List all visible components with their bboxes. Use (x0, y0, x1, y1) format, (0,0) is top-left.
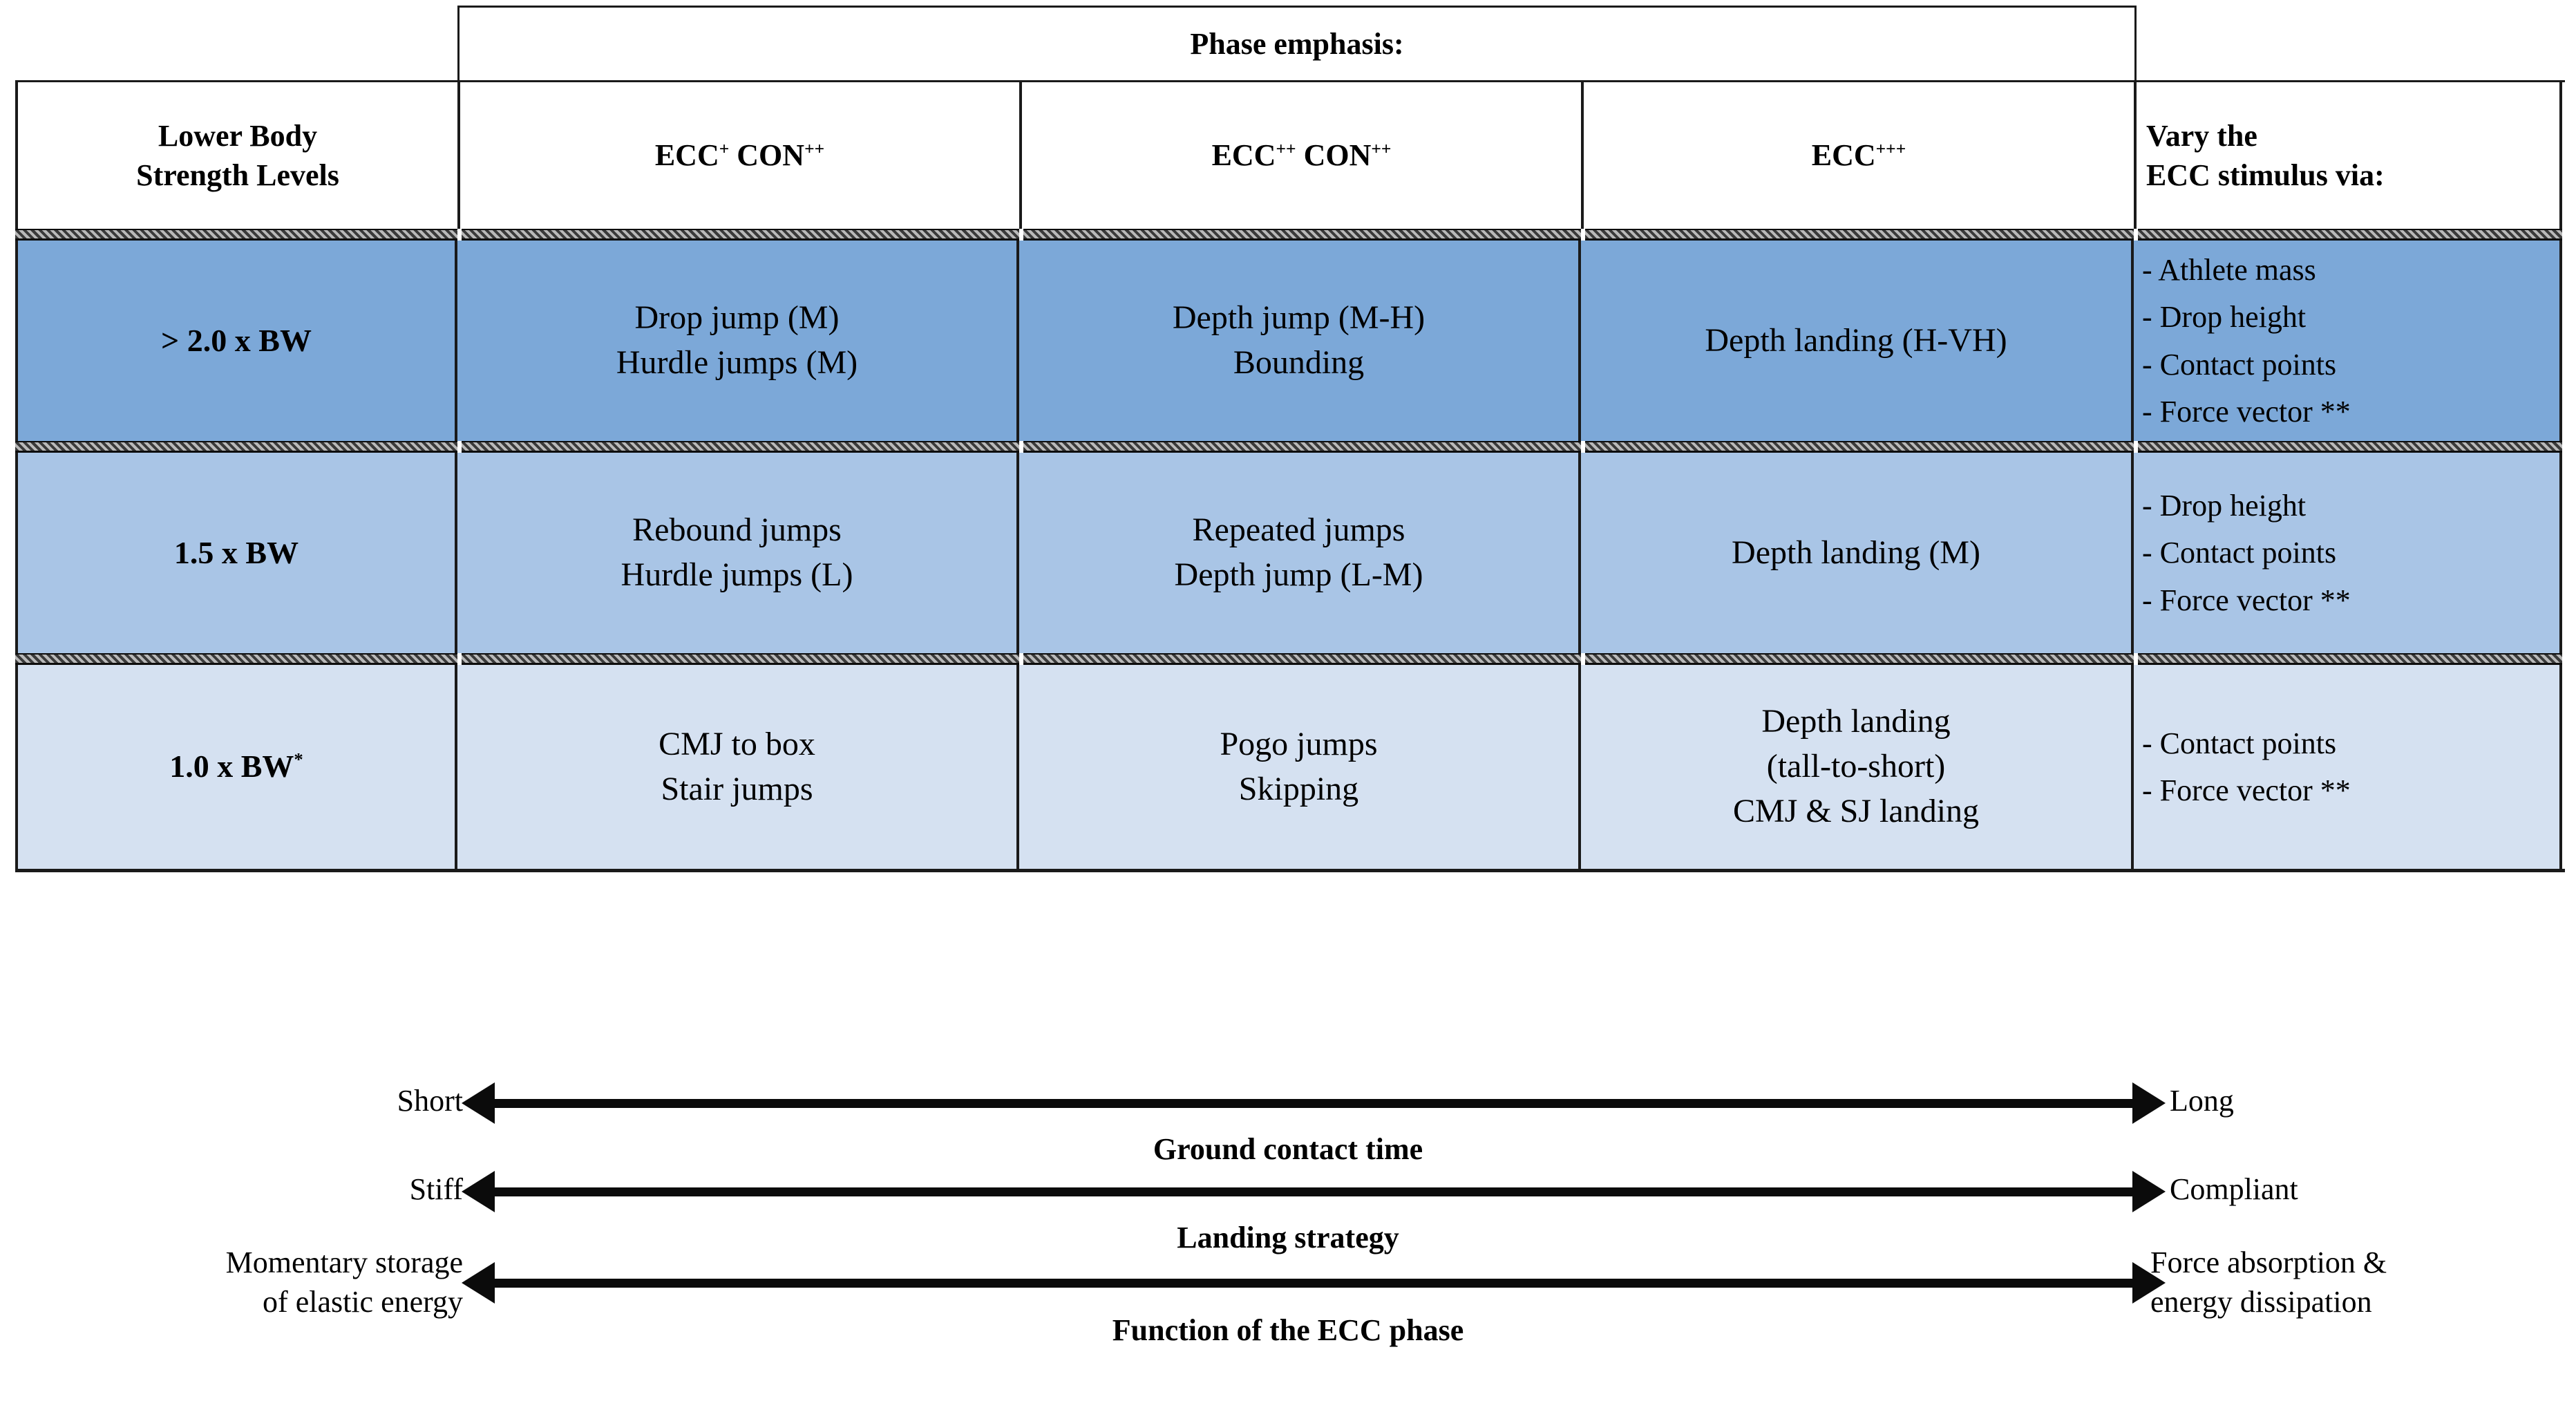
arrow-caption-ground-contact-time: Ground contact time (1153, 1132, 1423, 1166)
row-cell-vary-stimulus: - Drop height - Contact points - Force v… (2134, 453, 2562, 653)
bullet-item: - Force vector ** (2142, 394, 2351, 429)
header-col-ecc3: ECC+++ (1581, 82, 2134, 229)
arrow-head-left-icon (462, 1262, 495, 1304)
header-line-2: Strength Levels (136, 158, 339, 192)
row-cell-ecc1con2: Drop jump (M) Hurdle jumps (M) (457, 241, 1019, 441)
row-cell-ecc2con2: Depth jump (M-H) Bounding (1019, 241, 1581, 441)
vary-header-line-2: ECC stimulus via: (2146, 158, 2385, 192)
header-col-ecc2-con2: ECC++ CON++ (1019, 82, 1581, 229)
arrow-left-label-line-1: Momentary storage (225, 1246, 463, 1279)
cell-line: Drop jump (M) (634, 299, 840, 337)
cell-line: Rebound jumps (632, 511, 842, 549)
vary-header-line-1: Vary the (2146, 118, 2257, 153)
bullet-item: - Force vector ** (2142, 583, 2351, 617)
header-line-1: Lower Body (158, 118, 318, 153)
arrow-left-label-stiff: Stiff (409, 1172, 463, 1206)
row-level-label: 1.0 x BW* (15, 665, 457, 869)
table-row: 1.5 x BW Rebound jumps Hurdle jumps (L) … (15, 453, 2565, 653)
header-vary-ecc-stimulus: Vary the ECC stimulus via: (2134, 82, 2562, 229)
arrow-caption-landing-strategy: Landing strategy (1177, 1221, 1399, 1254)
header-lower-body-strength-levels: Lower Body Strength Levels (15, 82, 457, 229)
row-level-label: > 2.0 x BW (15, 241, 457, 441)
bullet-item: - Drop height (2142, 488, 2307, 523)
cell-line: Skipping (1238, 770, 1359, 807)
header-col-3-text: ECC+++ (1811, 138, 1906, 173)
phase-emphasis-header: Phase emphasis: (457, 6, 2137, 80)
row-cell-ecc3: Depth landing (M) (1581, 453, 2134, 653)
cell-line: (tall-to-short) (1766, 748, 1946, 785)
bullet-item: - Athlete mass (2142, 252, 2316, 287)
cell-line: Hurdle jumps (M) (616, 344, 858, 381)
cell-line: Bounding (1233, 344, 1365, 381)
arrow-head-right-icon (2132, 1082, 2166, 1124)
table-row: > 2.0 x BW Drop jump (M) Hurdle jumps (M… (15, 241, 2565, 441)
table-span-header-row: Phase emphasis: (15, 6, 2565, 80)
row-cell-ecc3: Depth landing (H-VH) (1581, 241, 2134, 441)
table-row: 1.0 x BW* CMJ to box Stair jumps Pogo ju… (15, 665, 2565, 872)
arrow-right-label-compliant: Compliant (2170, 1172, 2298, 1206)
row-cell-ecc1con2: Rebound jumps Hurdle jumps (L) (457, 453, 1019, 653)
arrow-head-left-icon (462, 1082, 495, 1124)
arrow-right-label-line-1: Force absorption & (2150, 1246, 2387, 1279)
arrow-head-right-icon (2132, 1171, 2166, 1212)
row-level-label: 1.5 x BW (15, 453, 457, 653)
arrow-left-label-short: Short (397, 1084, 463, 1118)
bullet-item: - Drop height (2142, 300, 2307, 335)
cell-line: Depth landing (H-VH) (1705, 321, 2007, 359)
arrow-left-label-momentary-storage: Momentary storage of elastic energy (62, 1243, 463, 1322)
cell-line: CMJ to box (659, 725, 815, 762)
arrow-head-right-icon (2132, 1262, 2166, 1304)
cell-line: Depth landing (M) (1732, 534, 1980, 571)
header-col-1-text: ECC+ CON++ (654, 138, 825, 173)
plyometric-progression-table: Phase emphasis: Lower Body Strength Leve… (15, 6, 2565, 872)
span-left-spacer (15, 6, 457, 80)
header-col-2-text: ECC++ CON++ (1211, 138, 1392, 173)
arrow-shaft (492, 1187, 2135, 1196)
cell-line: Hurdle jumps (L) (621, 556, 853, 593)
bullet-item: - Force vector ** (2142, 773, 2351, 807)
arrow-shaft (492, 1099, 2135, 1108)
arrow-right-label-long: Long (2170, 1084, 2234, 1118)
row-cell-vary-stimulus: - Contact points - Force vector ** (2134, 665, 2562, 869)
arrow-shaft (492, 1279, 2135, 1288)
cell-line: Depth landing (1761, 703, 1951, 740)
row-separator-2 (15, 441, 2565, 453)
row-cell-ecc2con2: Repeated jumps Depth jump (L-M) (1019, 453, 1581, 653)
cell-line: Pogo jumps (1220, 725, 1378, 762)
arrow-right-label-force-absorption: Force absorption & energy dissipation (2150, 1243, 2565, 1322)
arrow-caption-function-ecc-phase: Function of the ECC phase (1112, 1313, 1464, 1347)
bullet-item: - Contact points (2142, 536, 2337, 570)
cell-line: CMJ & SJ landing (1732, 792, 1980, 829)
arrow-head-left-icon (462, 1171, 495, 1212)
row-cell-ecc1con2: CMJ to box Stair jumps (457, 665, 1019, 869)
cell-line: Depth jump (M-H) (1172, 299, 1426, 337)
span-right-spacer (2137, 6, 2565, 80)
row-cell-vary-stimulus: - Athlete mass - Drop height - Contact p… (2134, 241, 2562, 441)
arrow-right-label-line-2: energy dissipation (2150, 1285, 2372, 1319)
cell-line: Stair jumps (661, 770, 813, 807)
bullet-item: - Contact points (2142, 347, 2337, 382)
cell-line: Repeated jumps (1192, 511, 1405, 549)
arrow-left-label-line-2: of elastic energy (263, 1285, 463, 1319)
row-cell-ecc3: Depth landing (tall-to-short) CMJ & SJ l… (1581, 665, 2134, 869)
row-separator-3 (15, 653, 2565, 665)
table-header-row: Lower Body Strength Levels ECC+ CON++ EC… (15, 80, 2565, 229)
row-cell-ecc2con2: Pogo jumps Skipping (1019, 665, 1581, 869)
header-col-ecc1-con2: ECC+ CON++ (457, 82, 1019, 229)
row-separator-1 (15, 229, 2565, 241)
cell-line: Depth jump (L-M) (1174, 556, 1423, 593)
bullet-item: - Contact points (2142, 726, 2337, 760)
